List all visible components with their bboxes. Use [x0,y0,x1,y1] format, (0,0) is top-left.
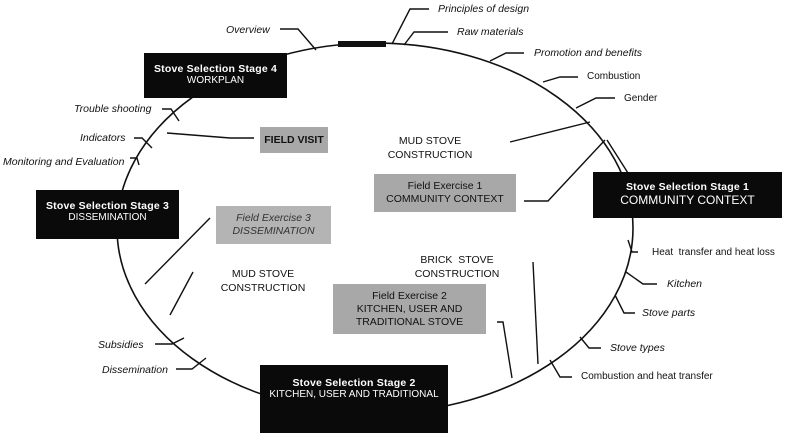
stage-2-box[interactable]: Stove Selection Stage 2 KITCHEN, USER AN… [260,365,448,433]
field-exercise-2-box[interactable]: Field Exercise 2 KITCHEN, USER AND TRADI… [333,284,486,334]
trouble-leader [162,108,180,122]
field-exercise-2-line2: KITCHEN, USER AND [356,303,463,315]
stage-3-box[interactable]: Stove Selection Stage 3 DISSEMINATION [36,190,179,239]
heat-transfer-leader [627,239,638,253]
field-exercise-3-leader [144,217,211,285]
topic-stove-types: Stove types [610,342,665,354]
field-visit-leader [166,132,254,139]
subsidies-leader [155,337,185,345]
stage-4-subtitle: WORKPLAN [186,75,245,86]
overview-leader [280,28,317,51]
stage-3-title: Stove Selection Stage 3 [45,200,170,212]
mud-left-line2: CONSTRUCTION [220,282,306,294]
mud-stove-left-label: MUD STOVE CONSTRUCTION [213,267,313,295]
combustion-leader [542,76,578,83]
topic-heat-transfer: Heat transfer and heat loss [652,247,775,258]
raw-materials-leader [403,31,448,46]
field-exercise-1-box[interactable]: Field Exercise 1 COMMUNITY CONTEXT [374,174,516,212]
field-exercise-1-leader [524,139,606,202]
field-exercise-3-title: Field Exercise 3 [236,212,311,224]
topic-gender: Gender [624,93,658,104]
principles-leader [391,8,429,45]
topic-monitoring: Monitoring and Evaluation [3,156,125,168]
mud-top-line2: CONSTRUCTION [387,149,473,161]
brick-line2: CONSTRUCTION [414,268,500,280]
stove-types-leader [579,336,601,349]
mud-left-leader [169,271,194,316]
stage-1-title: Stove Selection Stage 1 [625,181,750,193]
field-exercise-2-line3: TRADITIONAL STOVE [355,316,464,328]
stage-3-subtitle: DISSEMINATION [68,212,147,223]
field-visit-box[interactable]: FIELD VISIT [260,127,328,153]
stage-4-title: Stove Selection Stage 4 [153,63,278,75]
cycle-ellipse [116,42,634,414]
start-marker [338,41,386,47]
indicators-leader [134,137,153,149]
stage-1-box[interactable]: Stove Selection Stage 1 COMMUNITY CONTEX… [593,172,782,218]
gender-leader [575,97,615,109]
mud-left-line1: MUD STOVE [231,268,295,280]
stage-4-box[interactable]: Stove Selection Stage 4 WORKPLAN [144,53,287,98]
mud-stove-top-label: MUD STOVE CONSTRUCTION [380,134,480,162]
combustion-heat-leader [549,359,572,378]
brick-line1: BRICK STOVE [420,254,494,266]
mud-top-leader [509,121,591,143]
field-exercise-1-title: Field Exercise 1 [407,180,483,192]
promotion-leader [489,52,524,62]
field-visit-label: FIELD VISIT [264,134,324,146]
dissemination-leader [176,357,207,370]
topic-promotion: Promotion and benefits [534,47,642,59]
field-exercise-3-subtitle: DISSEMINATION [232,225,315,237]
topic-combustion: Combustion [587,71,641,82]
brick-stove-label: BRICK STOVE CONSTRUCTION [407,253,507,281]
topic-dissemination: Dissemination [102,364,168,376]
stage-1-subtitle: COMMUNITY CONTEXT [620,193,755,207]
stage1-connector [606,139,629,174]
mud-top-line1: MUD STOVE [398,135,462,147]
kitchen-leader [625,271,657,285]
stage-2-title: Stove Selection Stage 2 [292,377,416,389]
monitoring-leader [130,157,140,166]
stove-parts-leader [614,294,635,314]
topic-principles-of-design: Principles of design [438,3,530,15]
topic-raw-materials: Raw materials [457,26,524,38]
field-exercise-3-box[interactable]: Field Exercise 3 DISSEMINATION [216,206,331,244]
topic-indicators: Indicators [80,132,126,144]
topic-combustion-heat-transfer: Combustion and heat transfer [581,371,713,382]
topic-kitchen: Kitchen [667,278,703,290]
topic-stove-parts: Stove parts [642,307,696,319]
field-exercise-2-title: Field Exercise 2 [372,290,447,302]
topic-trouble-shooting: Trouble shooting [74,103,152,115]
stage-2-subtitle: KITCHEN, USER AND TRADITIONAL [269,389,439,400]
topic-overview: Overview [226,24,270,36]
topic-subsidies: Subsidies [98,339,144,351]
field-exercise-1-subtitle: COMMUNITY CONTEXT [386,193,504,205]
brick-leader [532,261,539,365]
field-exercise-2-leader [497,321,513,379]
